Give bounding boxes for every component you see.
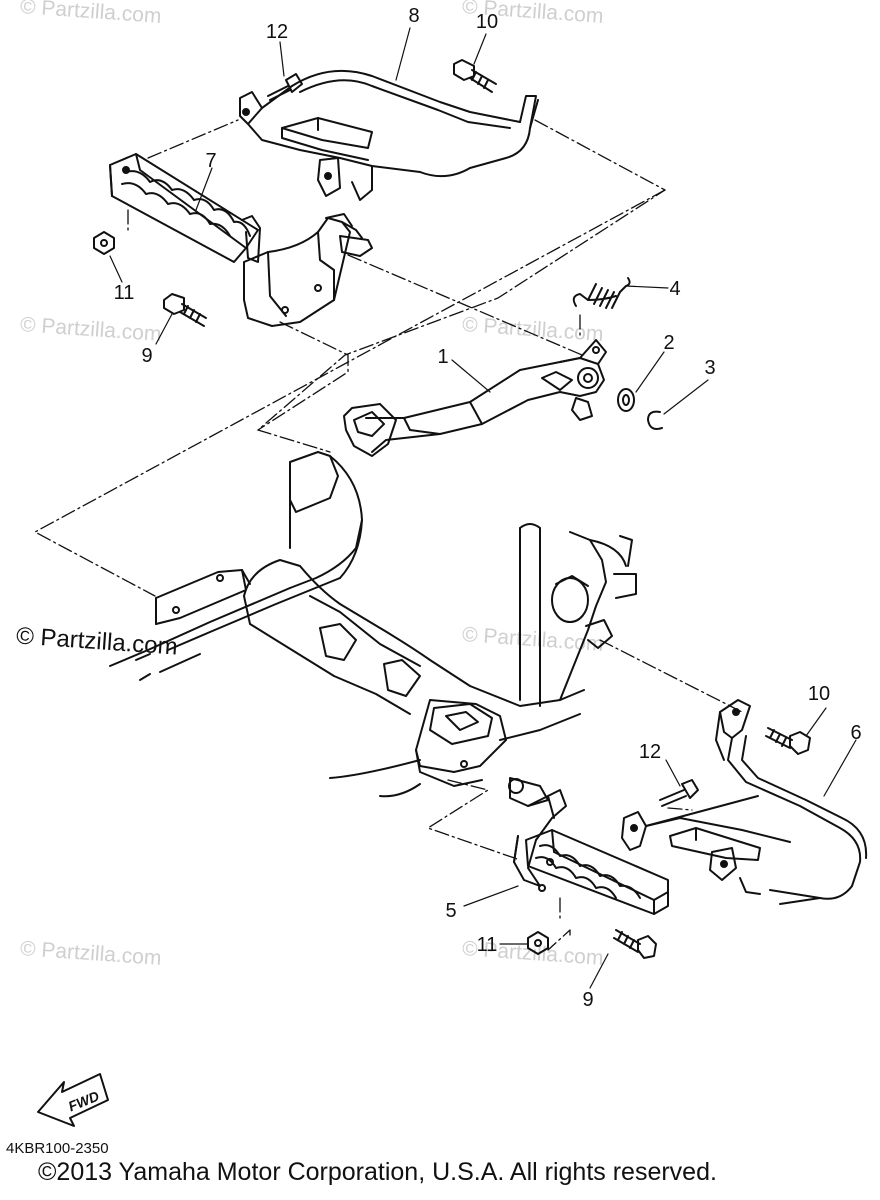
callout-7: 7 bbox=[205, 150, 216, 172]
footpeg-left bbox=[109, 153, 261, 263]
copyright-notice: ©2013 Yamaha Motor Corporation, U.S.A. A… bbox=[38, 1158, 717, 1186]
callout-1: 1 bbox=[437, 346, 448, 368]
bolt-9-lower bbox=[613, 929, 657, 959]
step-bracket-upper bbox=[239, 69, 539, 201]
callout-9-lower: 9 bbox=[582, 989, 593, 1011]
circlip bbox=[647, 410, 663, 430]
nut-11-lower bbox=[527, 931, 549, 955]
nut-11-upper bbox=[93, 231, 115, 255]
callout-11-upper: 11 bbox=[114, 282, 135, 304]
callout-11-lower: 11 bbox=[477, 934, 498, 956]
washer bbox=[617, 388, 635, 412]
diagram-code: 4KBR100-2350 bbox=[6, 1140, 109, 1157]
bolt-10-upper bbox=[453, 59, 497, 93]
bolt-10-lower bbox=[765, 727, 811, 755]
callout-labels: 1 2 3 4 5 6 7 8 9 9 10 10 11 11 12 12 bbox=[114, 5, 862, 1011]
callout-6: 6 bbox=[850, 722, 861, 744]
callout-2: 2 bbox=[663, 332, 674, 354]
return-spring bbox=[572, 277, 631, 309]
callout-5: 5 bbox=[445, 900, 456, 922]
callout-4: 4 bbox=[669, 278, 680, 300]
callout-3: 3 bbox=[704, 357, 715, 379]
fwd-arrow-icon: FWD bbox=[37, 1073, 109, 1127]
callout-12-lower: 12 bbox=[639, 741, 661, 763]
bolt-12-upper bbox=[267, 73, 303, 101]
assembly-lines bbox=[34, 119, 743, 951]
brake-pedal bbox=[343, 339, 607, 457]
bolt-9-upper bbox=[163, 293, 207, 327]
callout-12-upper: 12 bbox=[266, 21, 288, 43]
callout-8: 8 bbox=[408, 5, 419, 27]
frame bbox=[109, 451, 637, 798]
step-bracket-lower bbox=[621, 699, 868, 905]
leader-lines bbox=[109, 27, 857, 989]
callout-10-upper: 10 bbox=[476, 11, 498, 33]
footpeg-right-mount bbox=[508, 777, 567, 887]
callout-10-lower: 10 bbox=[808, 683, 830, 705]
bolt-12-lower bbox=[659, 779, 699, 807]
footpeg-right bbox=[525, 829, 669, 915]
callout-9-upper: 9 bbox=[141, 345, 152, 367]
peg-mount-upper bbox=[243, 213, 373, 327]
